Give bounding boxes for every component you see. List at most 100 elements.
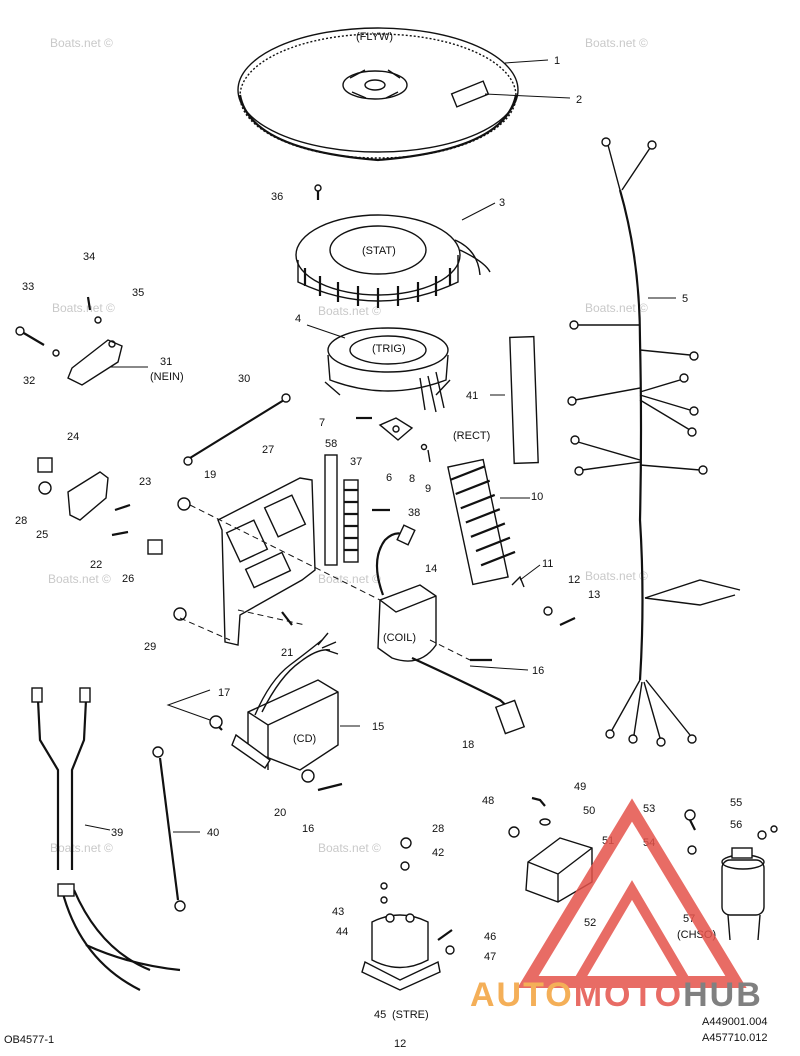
logo-inner-triangle-icon: [569, 880, 695, 987]
callout-12: 12: [568, 574, 580, 586]
alignment-line: [429, 639, 471, 661]
stre-label: (STRE): [392, 1009, 429, 1021]
callout-41: 41: [466, 390, 478, 402]
callout-25: 25: [36, 529, 48, 541]
callout-38: 38: [408, 507, 420, 519]
figure-code: OB4577-1: [4, 1034, 55, 1046]
coil-label: (COIL): [383, 632, 416, 644]
callout-numbers: 1 2 3 4 5 6 7 8 9 10 11 12 13 14 15 16 1…: [15, 55, 742, 963]
callout-2: 2: [576, 94, 582, 106]
callout-36: 36: [271, 191, 283, 203]
rect-label: (RECT): [453, 430, 490, 442]
callout-10: 10: [531, 491, 543, 503]
callout-29: 29: [144, 641, 156, 653]
callout-30: 30: [238, 373, 250, 385]
bracket: [67, 471, 109, 521]
callout-34: 34: [83, 251, 95, 263]
stre-label-number: 45: [374, 1009, 386, 1021]
callout-8: 8: [409, 473, 415, 485]
logo-moto: MOTO: [574, 976, 683, 1014]
callout-16: 16: [532, 665, 544, 677]
callout-37: 37: [350, 456, 362, 468]
watermark-text: Boats.net ©: [52, 301, 115, 315]
nut: [38, 481, 52, 495]
callout-47: 47: [484, 951, 496, 963]
callout-55: 55: [730, 797, 742, 809]
trigger: (TRIG): [324, 327, 451, 413]
callout-22: 22: [90, 559, 102, 571]
ground-cable: [158, 757, 180, 901]
callout-18: 18: [462, 739, 474, 751]
relay-module: [508, 796, 593, 903]
callout-48: 48: [482, 795, 494, 807]
callout-9: 9: [425, 483, 431, 495]
terminal-block: [447, 458, 516, 586]
callout-17: 17: [218, 687, 230, 699]
watermark-text: Boats.net ©: [50, 36, 113, 50]
callout-40: 40: [207, 827, 219, 839]
flywheel-label: (FLYW): [356, 31, 393, 43]
mounting-plate: [217, 477, 316, 646]
callout-56: 56: [730, 819, 742, 831]
decal-strip: [509, 335, 539, 465]
callout-28: 28: [432, 823, 444, 835]
callout-50: 50: [583, 805, 595, 817]
callout-26: 26: [122, 573, 134, 585]
callout-52: 52: [584, 917, 596, 929]
page-number: 12: [394, 1038, 407, 1050]
watermark-text: Boats.net ©: [585, 36, 648, 50]
battery-cables: [31, 687, 181, 991]
rectifier: [378, 417, 431, 463]
cd-module: (CD): [231, 632, 339, 771]
callout-5: 5: [682, 293, 688, 305]
callout-42: 42: [432, 847, 444, 859]
neutral-interlock-switch: (NEIN): [67, 339, 184, 386]
callout-14: 14: [425, 563, 437, 575]
callout-58: 58: [325, 438, 337, 450]
reference-code-2: A457710.012: [702, 1032, 768, 1044]
callout-7: 7: [319, 417, 325, 429]
stator: (STAT): [295, 214, 491, 308]
stator-label: (STAT): [362, 245, 396, 257]
logo-hub: HUB: [683, 976, 763, 1014]
callout-27: 27: [262, 444, 274, 456]
callout-1: 1: [554, 55, 560, 67]
alignment-line: [179, 617, 231, 641]
callout-43: 43: [332, 906, 344, 918]
callout-46: 46: [484, 931, 496, 943]
nein-label: (NEIN): [150, 371, 184, 383]
callout-31: 31: [160, 356, 172, 368]
nut: [400, 837, 412, 849]
watermark-text: Boats.net ©: [318, 304, 381, 318]
callout-20: 20: [274, 807, 286, 819]
callout-11: 11: [542, 558, 553, 570]
callout-13: 13: [588, 589, 600, 601]
callout-23: 23: [139, 476, 151, 488]
logo-wordmark: AUTOMOTOHUB: [470, 976, 763, 1014]
watermark-text: Boats.net ©: [318, 841, 381, 855]
choke-solenoid: [684, 809, 778, 941]
ground-strap: [189, 399, 285, 459]
ignition-coil: (COIL): [375, 524, 437, 662]
alignment-line: [237, 609, 306, 626]
alignment-line: [166, 689, 211, 721]
leader-lines: [84, 59, 676, 833]
reference-code-1: A449001.004: [702, 1016, 768, 1028]
callout-16: 16: [302, 823, 314, 835]
terminal-strip: [343, 479, 359, 563]
callout-24: 24: [67, 431, 79, 443]
callout-32: 32: [23, 375, 35, 387]
callout-39: 39: [111, 827, 123, 839]
callout-49: 49: [574, 781, 586, 793]
callout-6: 6: [386, 472, 392, 484]
callout-15: 15: [372, 721, 384, 733]
terminal-strip-cover: [324, 454, 338, 566]
callout-28: 28: [15, 515, 27, 527]
callout-19: 19: [204, 469, 216, 481]
cd-label: (CD): [293, 733, 316, 745]
watermarks: Boats.net © Boats.net © Boats.net © Boat…: [48, 36, 648, 855]
callout-44: 44: [336, 926, 348, 938]
automotohub-logo: AUTOMOTOHUB: [470, 798, 763, 1014]
trigger-label: (TRIG): [372, 343, 406, 355]
alignment-line: [189, 504, 381, 601]
